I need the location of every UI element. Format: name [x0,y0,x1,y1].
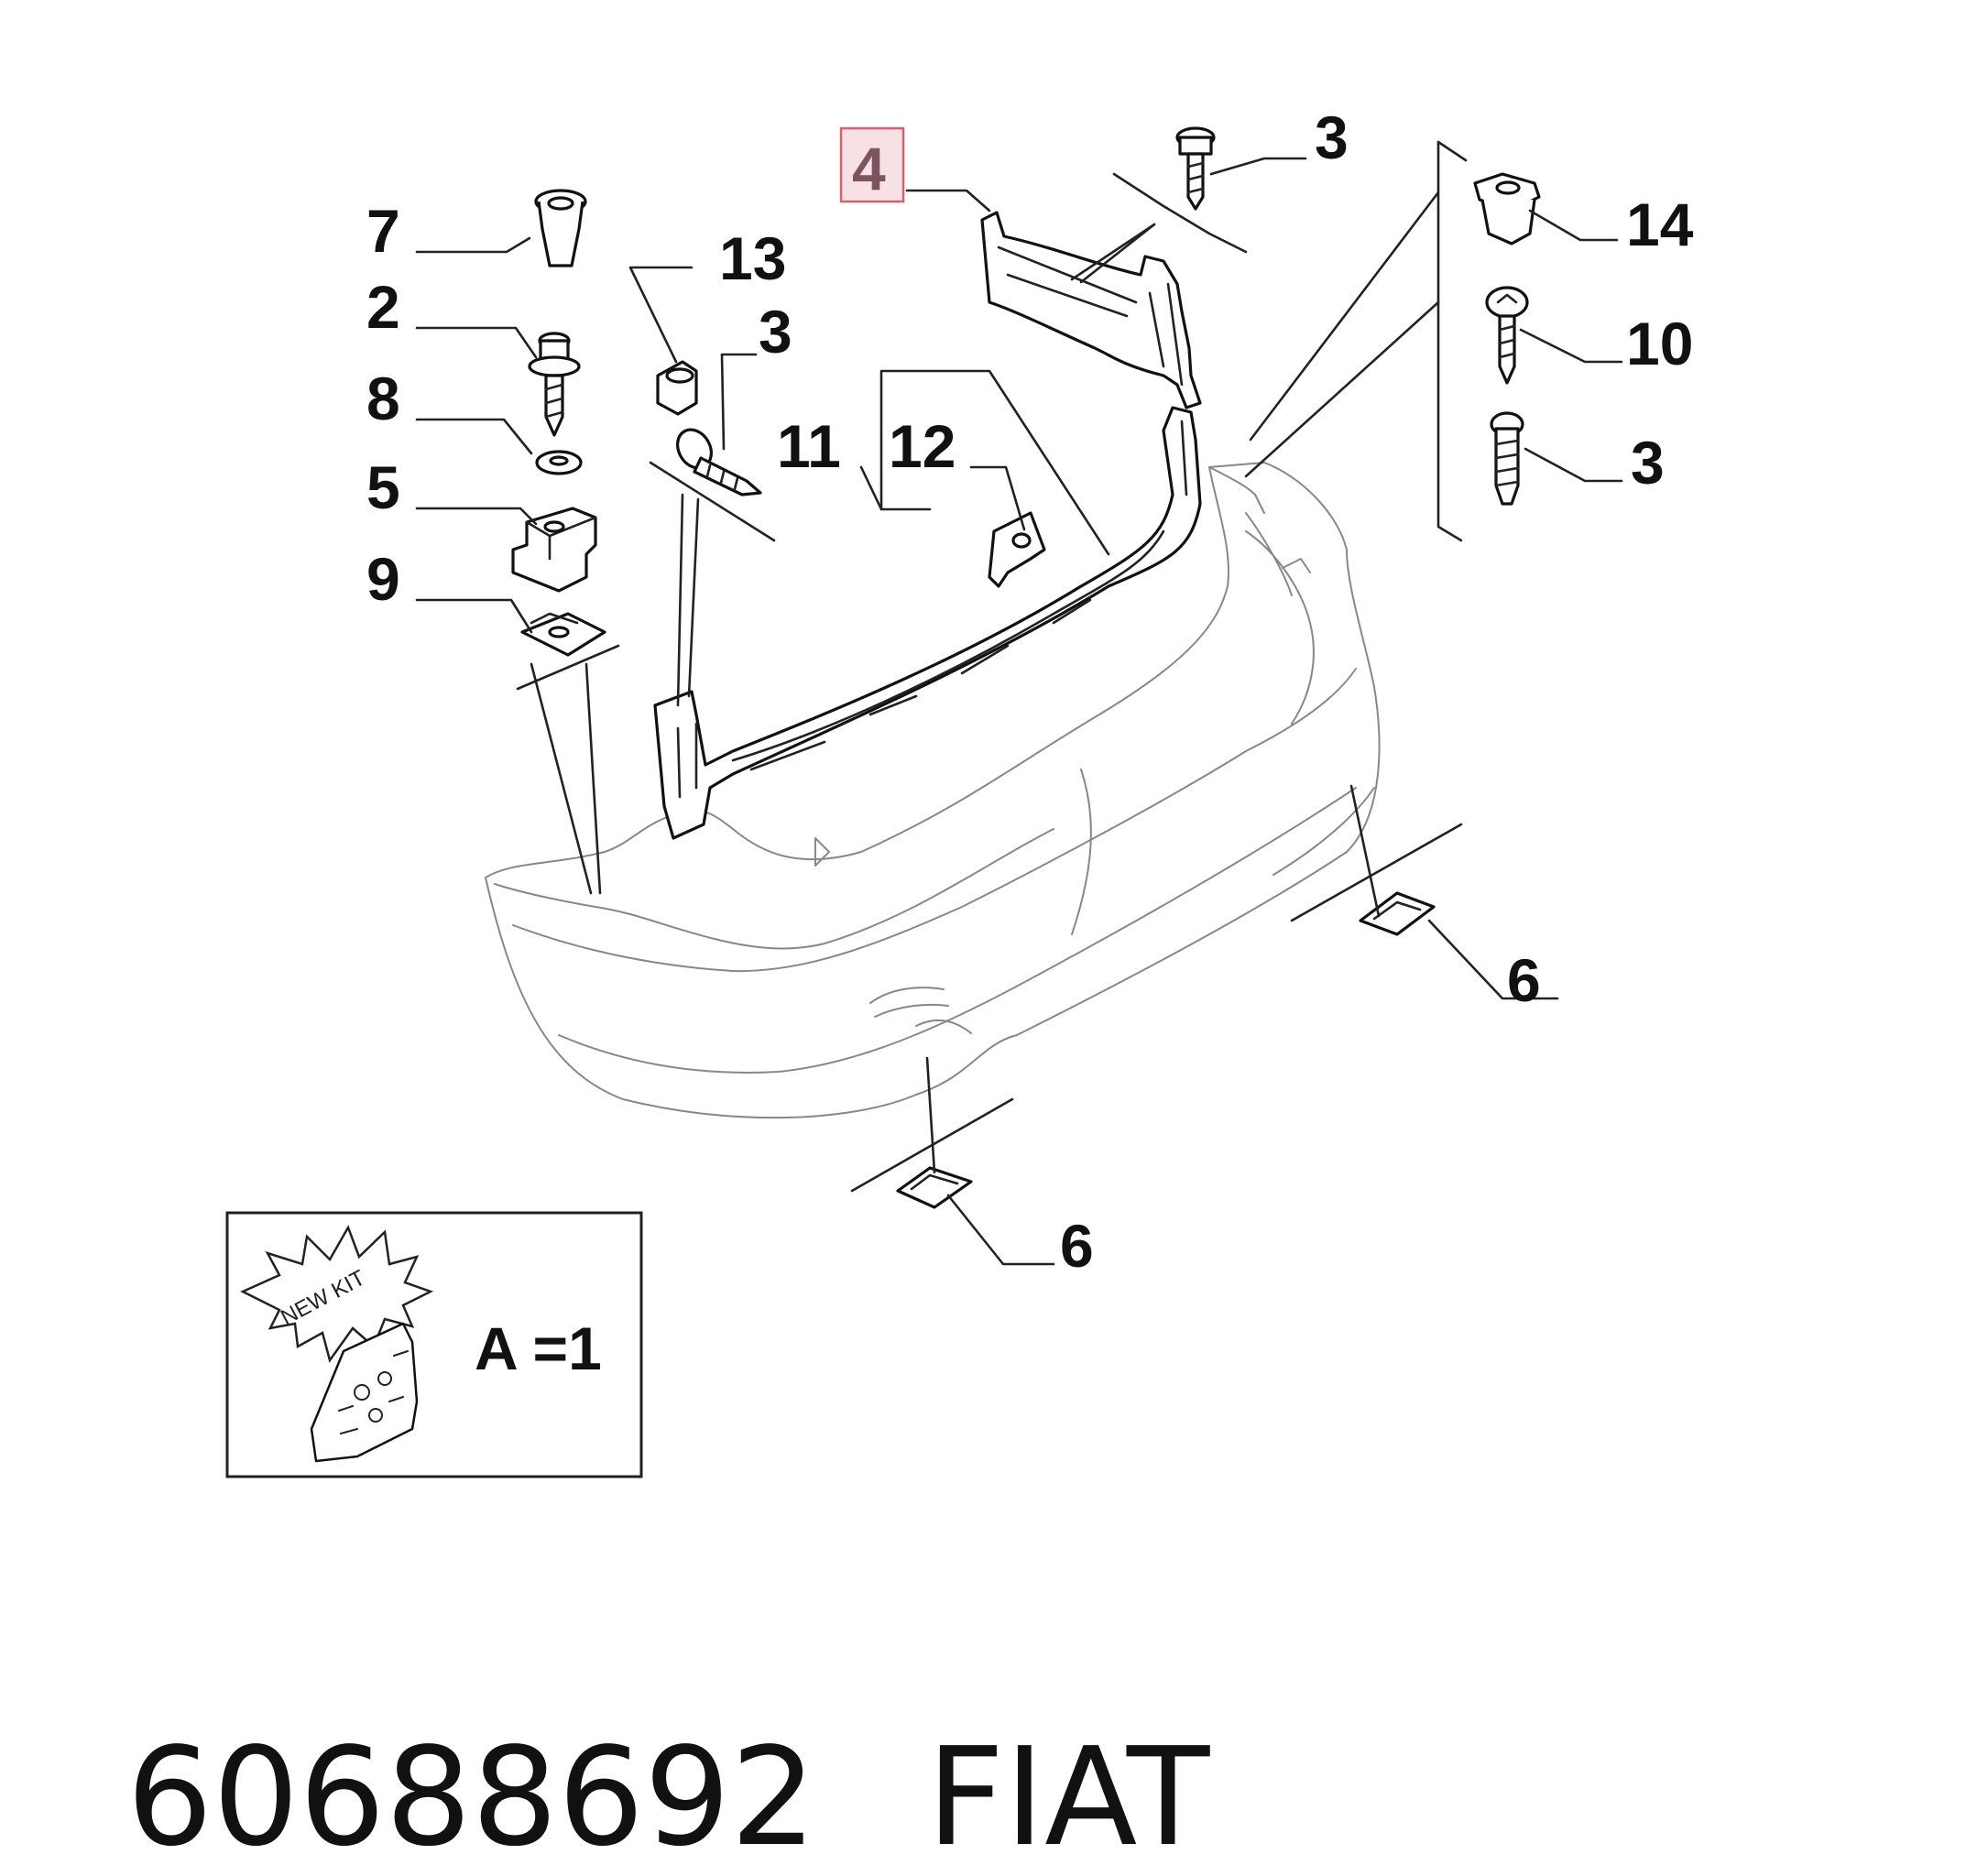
part-6-pad-bottom [896,1166,973,1209]
callout-4-highlight [839,126,905,203]
part-6-pad-right [1359,891,1436,936]
callout-labels: 7 2 8 5 9 13 3 11 12 4 3 14 10 3 6 6 [366,104,1694,1280]
callout-13: 13 [719,224,786,292]
part-9-nut-clip [520,612,606,657]
rear-bumper-cover [485,462,1381,1119]
callout-11: 11 [777,412,841,480]
part-7-clip [534,189,587,267]
rear-bumper-beam-bracket [653,406,1202,840]
callout-6-bottom: 6 [1060,1212,1094,1280]
part-4-bracket [980,211,1202,409]
callout-7: 7 [366,197,400,265]
callout-3-top: 3 [1315,104,1349,171]
new-kit-starburst-icon [240,1225,434,1363]
part-3-screw-right [1490,411,1524,506]
callout-3-right: 3 [1631,429,1665,496]
callout-5: 5 [366,453,400,521]
part-3-screw-top [1175,126,1216,211]
callout-10: 10 [1626,310,1693,377]
part-8-washer [535,450,583,475]
callout-3-left: 3 [759,298,792,365]
kit-inset: NEW KIT A =1 [225,1211,643,1478]
part-13-grommet [656,360,698,416]
leader-lines [415,140,1623,1266]
kit-formula: A =1 [475,1314,602,1382]
part-2-screw [528,332,581,437]
part-5-clip-bracket [511,507,597,593]
brand-name: FIAT [926,1718,1210,1876]
callout-14: 14 [1626,191,1694,258]
callout-2: 2 [366,273,400,341]
part-number: 60688692 [126,1718,817,1876]
part-14-cage-nut [1473,172,1541,245]
callout-8: 8 [366,365,400,432]
part-10-screw [1485,286,1529,385]
callout-9: 9 [366,545,400,613]
callout-6-right: 6 [1507,946,1541,1014]
part-3-screw-left [676,428,762,496]
callout-12: 12 [889,412,956,480]
part-12-clip [988,511,1046,588]
callout-4: 4 [852,135,886,202]
